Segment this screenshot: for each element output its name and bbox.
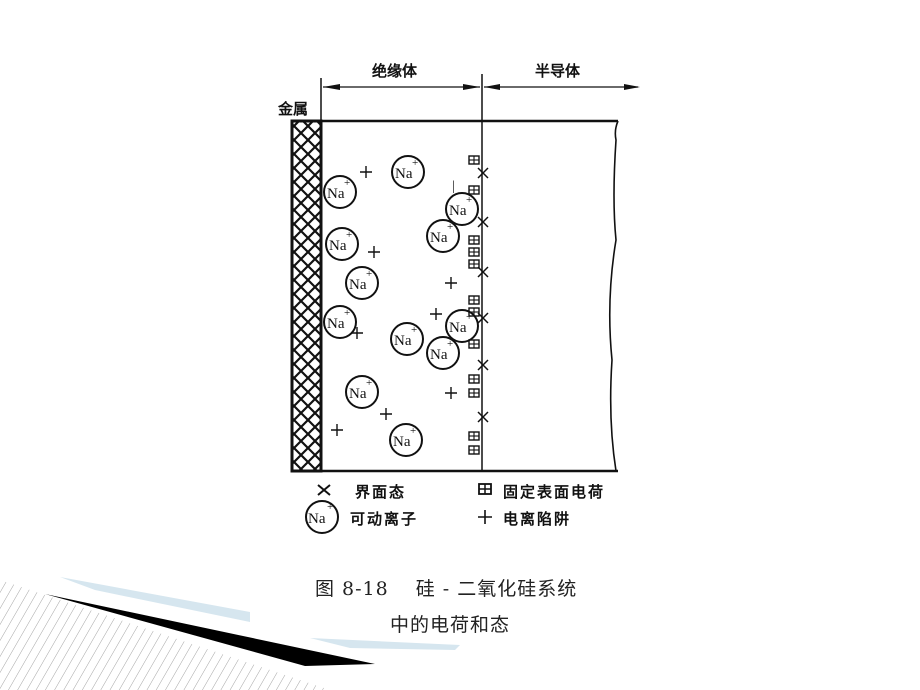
interface-states: [477, 167, 489, 423]
legend-mobile-ion-icon: Na +: [305, 500, 339, 534]
trap-plus-icon: [351, 327, 363, 339]
svg-text:+: +: [447, 338, 453, 350]
na-ion-icon: Na+: [426, 336, 460, 370]
label-metal: 金属: [278, 100, 309, 118]
legend-fixed-charge-icon: [478, 483, 492, 495]
interface-state-x-icon: [477, 411, 489, 423]
ionized-traps: [331, 166, 457, 436]
svg-text:Na: Na: [449, 203, 467, 219]
fixed-charge-icon: [468, 374, 480, 384]
svg-text:+: +: [412, 157, 418, 169]
fixed-charge-icon: [468, 295, 480, 305]
trap-plus-icon: [360, 166, 372, 178]
black-wedge: [45, 594, 375, 666]
na-ion-icon: Na+: [325, 227, 359, 261]
na-ion-icon: Na+: [345, 375, 379, 409]
svg-text:Na: Na: [430, 347, 448, 363]
svg-text:Na: Na: [327, 186, 345, 202]
svg-text:+: +: [410, 425, 416, 437]
label-insulator: 绝缘体: [372, 62, 418, 80]
svg-text:|: |: [452, 179, 455, 194]
fixed-charge-icon: [468, 307, 480, 317]
na-ion-icon: Na+: [345, 266, 379, 300]
svg-text:+: +: [466, 194, 472, 206]
blue-band-lower: [310, 638, 460, 650]
label-semiconductor: 半导体: [535, 62, 581, 80]
legend-interface-state-label: 界面态: [355, 483, 407, 501]
figure-caption-line1: 图 8-18 硅 - 二氧化硅系统: [315, 578, 578, 600]
svg-text:Na: Na: [308, 511, 326, 527]
na-ion-icon: Na+: [389, 423, 423, 457]
na-ion-icon: Na+: [391, 155, 425, 189]
trap-plus-icon: [331, 424, 343, 436]
svg-text:Na: Na: [430, 230, 448, 246]
mobile-ions: Na+Na+Na+Na+Na+Na+Na+Na+Na+Na+Na+Na+: [323, 155, 479, 457]
interface-state-x-icon: [477, 312, 489, 324]
interface-state-x-icon: [477, 359, 489, 371]
fixed-charge-icon: [468, 155, 480, 165]
na-ion-icon: Na+: [445, 309, 479, 343]
figure-caption-line2: 中的电荷和态: [390, 614, 511, 636]
svg-text:+: +: [327, 501, 333, 513]
svg-text:Na: Na: [394, 333, 412, 349]
fixed-charge-icon: [468, 431, 480, 441]
fixed-surface-charges: [468, 155, 480, 455]
svg-text:Na: Na: [329, 238, 347, 254]
interface-state-x-icon: [477, 216, 489, 228]
fixed-charge-icon: [468, 445, 480, 455]
svg-text:Na: Na: [395, 166, 413, 182]
svg-text:+: +: [411, 324, 417, 336]
blue-band-upper: [60, 577, 250, 622]
svg-text:+: +: [447, 221, 453, 233]
semiconductor-edge: [608, 120, 619, 472]
na-ion-icon: Na+: [323, 175, 357, 209]
legend-fixed-charge-label: 固定表面电荷: [503, 483, 606, 501]
svg-text:+: +: [366, 268, 372, 280]
trap-plus-icon: [430, 308, 442, 320]
metal-layer: [290, 119, 323, 473]
fixed-charge-icon: [468, 247, 480, 257]
trap-plus-icon: [445, 387, 457, 399]
na-ion-icon: Na+: [426, 219, 460, 253]
fixed-charge-icon: [468, 388, 480, 398]
svg-text:+: +: [366, 377, 372, 389]
svg-text:Na: Na: [327, 316, 345, 332]
legend-mobile-ion-label: 可动离子: [350, 510, 419, 528]
trap-plus-icon: [368, 246, 380, 258]
legend-ionized-trap-icon: [478, 510, 492, 524]
legend-interface-state-icon: [317, 484, 331, 496]
legend-ionized-trap-label: 电离陷阱: [503, 510, 572, 528]
fixed-charge-icon: [468, 185, 480, 195]
na-ion-icon: Na+: [390, 322, 424, 356]
svg-text:+: +: [346, 229, 352, 241]
trap-plus-icon: [380, 408, 392, 420]
fixed-charge-icon: [468, 339, 480, 349]
svg-text:+: +: [466, 311, 472, 323]
na-ion-icon: Na+: [323, 305, 357, 339]
svg-text:Na: Na: [393, 434, 411, 450]
svg-text:Na: Na: [449, 320, 467, 336]
trap-plus-icon: [445, 277, 457, 289]
svg-text:Na: Na: [349, 386, 367, 402]
interface-state-x-icon: [477, 167, 489, 179]
striped-band: [0, 580, 330, 690]
interface-state-x-icon: [477, 266, 489, 278]
fixed-charge-icon: [468, 235, 480, 245]
svg-text:+: +: [344, 307, 350, 319]
svg-text:+: +: [344, 177, 350, 189]
na-ion-icon: Na+: [445, 192, 479, 226]
svg-text:Na: Na: [349, 277, 367, 293]
fixed-charge-icon: [468, 259, 480, 269]
